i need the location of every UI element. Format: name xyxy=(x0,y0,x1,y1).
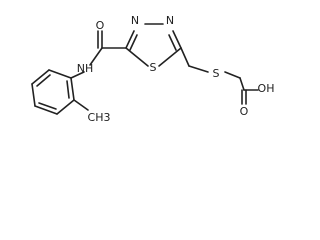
bond-s1-c2 xyxy=(125,47,149,67)
bond-ch2-s xyxy=(188,65,209,73)
bond-ar4-ar5-inner xyxy=(38,102,57,110)
bond-ar3-ar4 xyxy=(31,83,36,107)
bond-ar2-ar3 xyxy=(31,69,50,85)
bond-c2-n3-double xyxy=(129,34,138,51)
bond-n4-c5-double xyxy=(168,34,177,51)
atom-o-amide-label: O xyxy=(96,19,105,32)
atom-n4-label: N xyxy=(166,14,174,27)
bond-ch2-cooh xyxy=(239,77,245,91)
bond-ar6-methyl xyxy=(73,99,89,111)
bond-ar6-ar1 xyxy=(70,77,75,101)
atom-methyl-label: CH3 xyxy=(88,111,111,124)
molecule-canvas: N N S O NH S O OH CH3 xyxy=(31,14,275,124)
bond-c5-ch2 xyxy=(180,47,190,67)
atom-n3-label: N xyxy=(131,14,139,27)
bond-carbonyl-n xyxy=(89,47,103,66)
bond-ar2-ar3-inner xyxy=(36,74,51,87)
bond-c5-s1 xyxy=(158,47,182,67)
atom-s-thioether-label: S xyxy=(213,67,220,80)
atom-o-carboxyl-label: O xyxy=(240,105,249,118)
bond-c2-n3 xyxy=(125,30,135,49)
bond-ar1-ar2 xyxy=(48,69,72,79)
bond-ar5-ar6 xyxy=(56,99,75,115)
atom-s1-label: S xyxy=(150,61,157,74)
atom-oh-label: OH xyxy=(258,82,275,95)
bond-ar6-ar1-inner xyxy=(66,80,70,99)
bond-s-ch2 xyxy=(224,71,241,79)
bond-n4-c5 xyxy=(172,30,182,49)
atom-nh-label: NH xyxy=(77,62,94,75)
structure-diagram: N N S O NH S O OH CH3 xyxy=(31,14,275,124)
bond-ar4-ar5 xyxy=(34,105,58,115)
bond-n-aryl xyxy=(70,71,85,79)
